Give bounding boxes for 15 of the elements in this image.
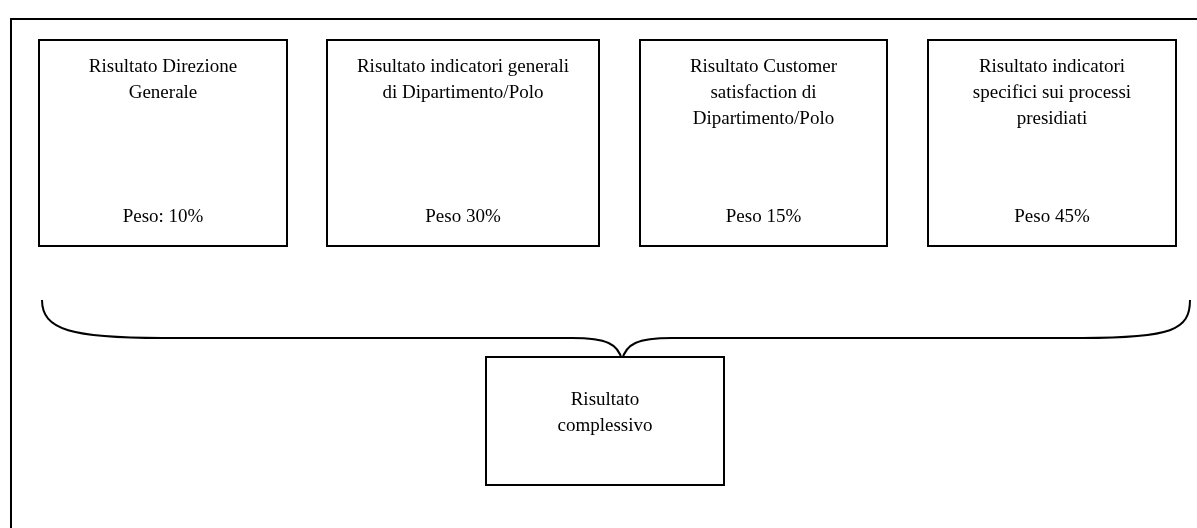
- text-box: [639, 39, 888, 247]
- box-title: Risultato Customer satisfaction di Dipartimento/Polo: [688, 54, 839, 130]
- text-box: [927, 39, 1177, 247]
- box-title: Risultato indicatori generali di Dipartimento/Polo: [355, 54, 571, 104]
- weight-label: Peso 45%: [1014, 204, 1090, 228]
- box-title: Risultato complessivo: [556, 387, 654, 437]
- weight-label: Peso 30%: [425, 204, 501, 228]
- box-title: Risultato indicatori specifici sui processi presidiati: [971, 54, 1133, 130]
- box-title: Risultato Direzione Generale: [87, 54, 239, 104]
- weight-label: Peso 15%: [725, 204, 802, 228]
- text-box: [326, 39, 600, 247]
- text-box: [485, 356, 725, 486]
- text-box: [38, 39, 288, 247]
- frame: [10, 18, 1197, 528]
- weight-label: Peso: 10%: [122, 204, 204, 228]
